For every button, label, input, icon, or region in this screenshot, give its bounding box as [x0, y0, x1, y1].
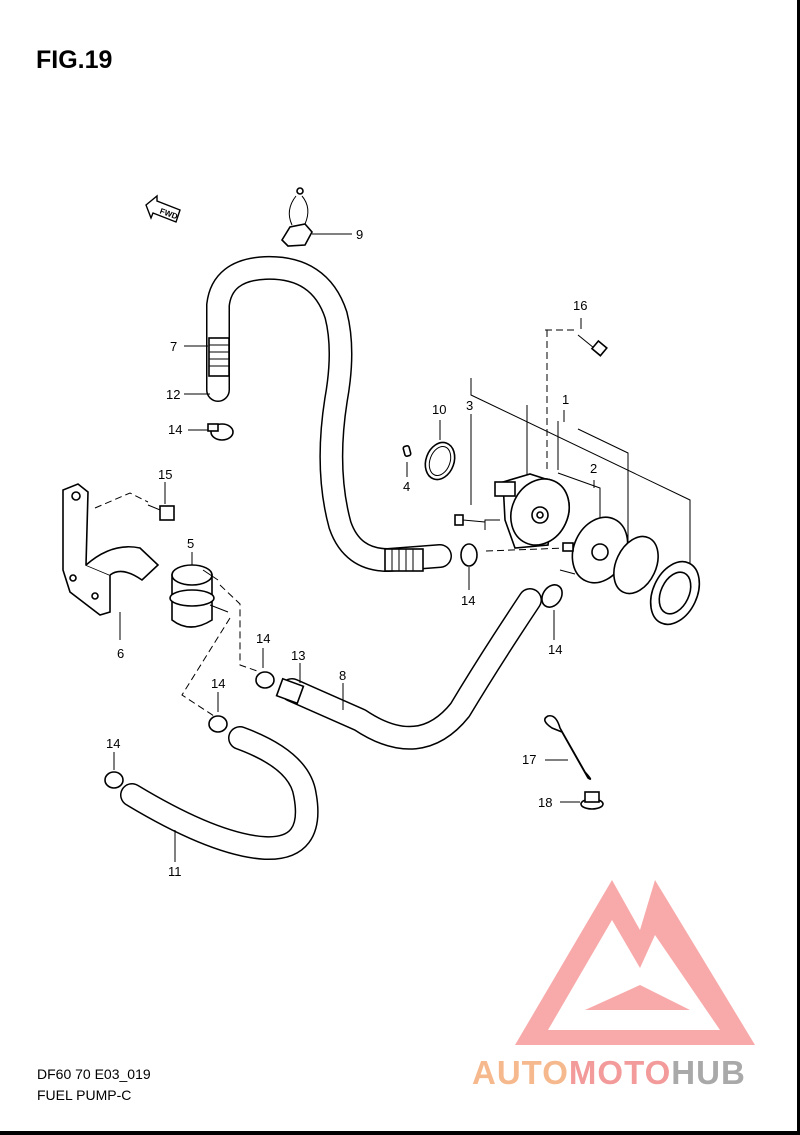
- callout-10: 10: [432, 402, 446, 417]
- brand-logo-icon: [515, 880, 755, 1045]
- fwd-arrow-icon: FWD: [145, 194, 181, 223]
- part-15-bolt: [147, 482, 175, 521]
- diagram-code: DF60 70 E03_019: [37, 1066, 151, 1082]
- callout-3: 3: [466, 398, 473, 413]
- part-10-o-ring: [424, 441, 456, 481]
- part-18-grommet: [560, 791, 604, 810]
- callout-17: 17: [522, 752, 536, 767]
- callout-9: 9: [356, 227, 363, 242]
- callout-6: 6: [117, 646, 124, 661]
- brand-part-2: MOTO: [568, 1054, 672, 1091]
- part-5-fuel-filter: [169, 552, 261, 717]
- callout-11: 11: [168, 864, 182, 879]
- callout-2: 2: [590, 461, 597, 476]
- figure-title: FIG.19: [36, 46, 113, 74]
- brand-part-1: AUTO: [472, 1054, 569, 1091]
- callout-14-upper: 14: [168, 422, 182, 437]
- part-11-hose: [120, 726, 319, 862]
- brand-part-3: HUB: [671, 1054, 746, 1091]
- callout-14-pump-outlet: 14: [548, 642, 562, 657]
- callout-7: 7: [170, 339, 177, 354]
- part-14-clamp: [541, 584, 563, 640]
- part-6-bracket: [62, 483, 160, 640]
- diagram-name: FUEL PUMP-C: [37, 1087, 132, 1103]
- callout-16: 16: [573, 298, 587, 313]
- part-7-hose: [184, 255, 452, 572]
- fuel-pump-assembly: [454, 329, 701, 626]
- brand-watermark: AUTOMOTOHUB: [472, 1054, 746, 1092]
- callout-1: 1: [562, 392, 569, 407]
- callout-12: 12: [166, 387, 180, 402]
- part-14-clamp: [208, 692, 228, 733]
- part-14-clamp: [460, 543, 478, 590]
- callout-14-filter-inlet: 14: [211, 676, 225, 691]
- part-14-clamp: [104, 752, 124, 789]
- part-14-clamp: [255, 648, 275, 689]
- part-4-key: [402, 445, 412, 457]
- callout-18: 18: [538, 795, 552, 810]
- callout-4: 4: [403, 479, 410, 494]
- part-9-clip: [280, 187, 352, 247]
- callout-14-pump-inlet: 14: [461, 593, 475, 608]
- part-8-hose: [275, 588, 542, 750]
- frame-border-right: [797, 0, 800, 1135]
- callout-13: 13: [291, 648, 305, 663]
- frame-border-bottom: [0, 1131, 800, 1135]
- callout-8: 8: [339, 668, 346, 683]
- callout-5: 5: [187, 536, 194, 551]
- part-17-clip: [544, 714, 592, 780]
- part-14-clamp: [188, 423, 234, 441]
- callout-14-filter-outlet: 14: [256, 631, 270, 646]
- callout-14-lower: 14: [106, 736, 120, 751]
- part-16-screw: [577, 318, 608, 357]
- callout-15: 15: [158, 467, 172, 482]
